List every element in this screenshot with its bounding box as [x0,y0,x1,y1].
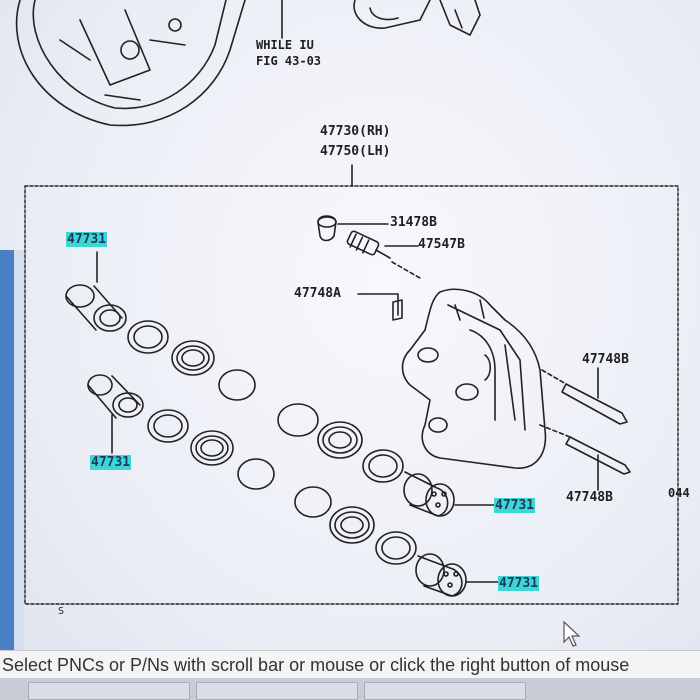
assembly-pnc-rh[interactable]: 47730(RH) [320,124,391,139]
boot-4-drawing [329,506,375,544]
pnc-piston-lower-left[interactable]: 47731 [90,455,132,470]
top-right-part-drawing [353,0,481,36]
piston-right-upper-drawing [403,471,455,517]
dust-cover-drawing [15,0,246,127]
assembly-box [24,185,679,605]
seal-3-drawing [362,449,404,483]
slide-pin-lower-drawing [539,424,631,491]
piston-right-lower-drawing [415,553,467,597]
pnc-highlight: 47731 [494,498,536,513]
pnc-slide-pin-upper[interactable]: 47748B [582,352,629,367]
pnc-bleeder-cap[interactable]: 31478B [390,215,437,230]
boot-3-drawing [317,421,363,459]
caliper-body-drawing [401,288,547,469]
piston-upper-left-drawing [65,284,127,332]
ring-4-drawing [294,486,332,518]
ring-1-drawing [218,369,256,401]
pnc-highlight: 47731 [66,232,108,247]
piston-lower-left-drawing [87,374,144,419]
seal-1-drawing [127,320,169,354]
bleeder-plug-drawing [346,230,391,259]
slide-pin-upper-drawing [541,367,628,425]
taskbar-button-2[interactable] [196,682,358,700]
status-bar: Select PNCs or P/Ns with scroll bar or m… [0,650,700,679]
pnc-piston-upper-left[interactable]: 47731 [66,232,108,247]
fig-ref-link[interactable]: FIG 43-03 [256,54,322,68]
corner-mark: S [58,606,65,617]
pnc-highlight: 47731 [498,576,540,591]
fig-ref-line1: WHILE IU [256,38,314,52]
pnc-piston-right-lower[interactable]: 47731 [498,576,540,591]
window-left-edge [0,250,14,650]
pnc-highlight: 47731 [90,455,132,470]
assembly-pnc-lh[interactable]: 47750(LH) [320,144,391,159]
boot-2-drawing [190,430,234,466]
taskbar-button-3[interactable] [364,682,526,700]
adjacent-pnc-cut: 044 [668,486,690,500]
window-left-edge-inner [14,250,24,650]
taskbar-button-1[interactable] [28,682,190,700]
pnc-piston-right-upper[interactable]: 47731 [494,498,536,513]
seal-4-drawing [375,531,417,565]
bleeder-cap-drawing [317,215,337,242]
boot-1-drawing [171,340,215,376]
seal-2-drawing [147,409,189,443]
pnc-bleeder-plug[interactable]: 47547B [418,237,465,252]
ring-2-drawing [237,458,275,490]
pnc-bushing[interactable]: 47748A [294,286,341,301]
pnc-slide-pin-lower[interactable]: 47748B [566,490,613,505]
ring-3-drawing [277,403,319,437]
mouse-cursor-icon [563,620,581,647]
